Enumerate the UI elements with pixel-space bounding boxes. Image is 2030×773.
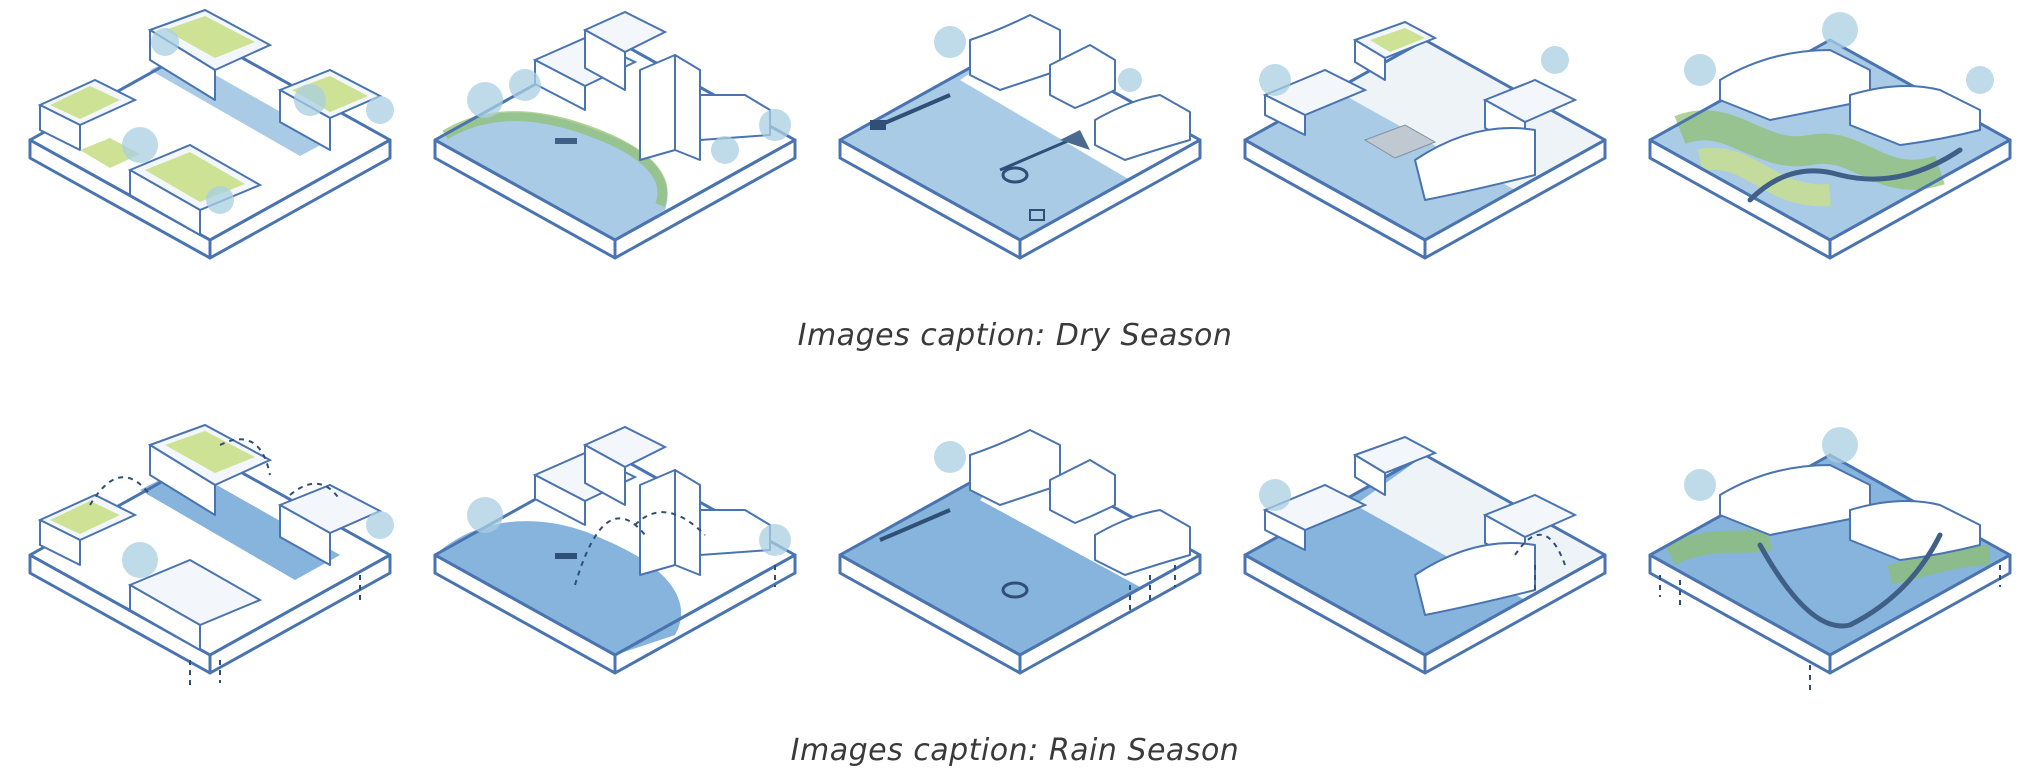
dry-diagram-wetland-pavilion-svg — [1648, 12, 2012, 260]
rain-diagram-river-park-svg — [433, 425, 797, 675]
dry-diagram-waterfront-plaza-svg — [838, 14, 1202, 260]
caption-rain-season: Images caption: Rain Season — [790, 733, 1240, 768]
dry-diagram-urban-channel — [20, 0, 400, 280]
dry-diagram-river-park — [425, 0, 805, 280]
dry-diagram-waterfront-plaza — [830, 0, 1210, 280]
rain-diagram-waterfront-plaza — [830, 415, 1210, 695]
rain-season-row — [0, 415, 2030, 695]
dry-diagram-stepped-terraces-svg — [1243, 20, 1607, 260]
rain-diagram-wetland-pavilion — [1640, 415, 2020, 695]
dry-season-row — [0, 0, 2030, 280]
rain-diagram-urban-channel — [20, 415, 400, 695]
dry-diagram-urban-channel-svg — [28, 8, 394, 260]
rain-diagram-stepped-terraces — [1235, 415, 1615, 695]
rain-diagram-urban-channel-svg — [28, 423, 394, 685]
dry-diagram-river-park-svg — [433, 10, 797, 260]
caption-dry-season: Images caption: Dry Season — [797, 318, 1233, 353]
rain-diagram-wetland-pavilion-svg — [1648, 427, 2012, 690]
dry-diagram-stepped-terraces — [1235, 0, 1615, 280]
rain-diagram-stepped-terraces-svg — [1243, 435, 1607, 675]
rain-diagram-waterfront-plaza-svg — [838, 429, 1202, 675]
rain-diagram-river-park — [425, 415, 805, 695]
dry-diagram-wetland-pavilion — [1640, 0, 2020, 280]
